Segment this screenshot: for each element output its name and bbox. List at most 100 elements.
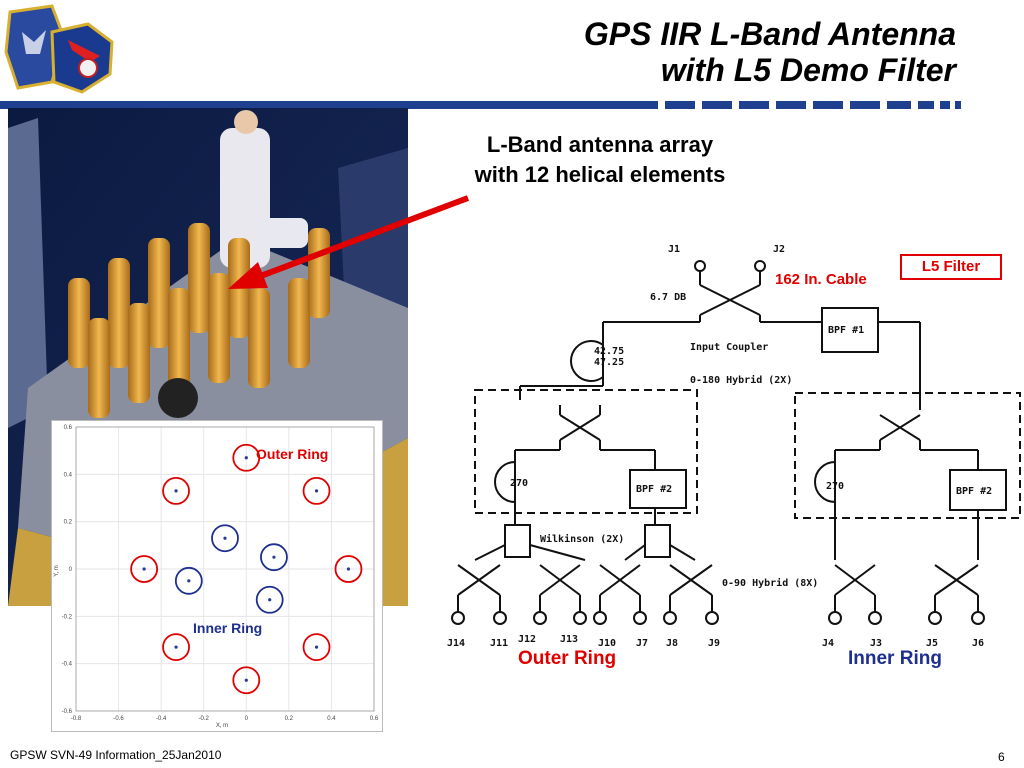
port-label-j9: J9 [708,638,720,649]
plot-x-tick: -0.4 [156,716,167,722]
plot-outer-ring-label: Outer Ring [256,446,329,462]
port-label-j10: J10 [598,638,616,649]
schem-j1: J1 [668,244,680,255]
plot-frame [75,426,375,712]
schem-bpf1: BPF #1 [828,325,864,336]
port-label-j11: J11 [490,638,508,649]
page-number: 6 [998,750,1005,764]
plot-y-tick: -0.4 [62,662,73,668]
schem-ann2: 47.25 [594,357,624,368]
schem-ann1: 42.75 [594,346,624,357]
port-label-j5: J5 [926,638,938,649]
header-bar [0,96,968,109]
outer-ring-element [334,555,363,583]
outer-ring-element [130,555,159,583]
plot-x-tick: 0 [245,716,249,722]
port-label-j7: J7 [636,638,648,649]
port-connector [663,611,677,625]
schem-j2: J2 [773,244,785,255]
inner-ring-element [174,566,203,595]
outer-ring-element [232,666,261,695]
schem-db: 6.7 DB [650,292,686,303]
plot-point [187,579,191,583]
plot-point [142,567,146,571]
port-label-j4: J4 [822,638,834,649]
plot-x-tick: -0.8 [71,716,82,722]
outer-ring-element [302,633,331,662]
port-connector [633,611,647,625]
inner-ring-element [260,543,288,572]
port-label-j12: J12 [518,634,536,645]
port-connector [573,611,587,625]
plot-x-tick: -0.6 [113,716,124,722]
port-connector [928,611,942,625]
schem-hybrid-0-180: 0-180 Hybrid (2X) [690,374,792,386]
callout-text: L-Band antenna array with 12 helical ele… [440,130,760,190]
port-connector [451,611,465,625]
plot-point [223,536,227,540]
schem-input-coupler: Input Coupler [690,342,768,353]
plot-point [314,645,319,649]
plot-x-tick: 0.4 [327,716,336,722]
plot-xlabel: X, m [216,723,228,729]
schem-wilkinson: Wilkinson (2X) [540,533,624,545]
port-connector [533,611,547,625]
port-connector [868,611,882,625]
outer-ring-element [162,633,190,662]
plot-ylabel: Y, m [54,565,60,577]
port-label-j6: J6 [972,638,984,649]
callout-line1: L-Band antenna array [486,132,714,157]
plot-y-tick: -0.6 [62,709,73,715]
plot-point [272,555,276,559]
schem-bpf2-right: BPF #2 [956,486,992,497]
air-force-logo [2,2,122,94]
plot-point [314,489,319,493]
port-label-j8: J8 [666,638,678,649]
port-label-j3: J3 [870,638,882,649]
plot-y-tick: 0.2 [64,520,73,526]
outer-ring-element [162,477,190,505]
slide-title-line2: with L5 Demo Filter [660,52,956,88]
l5-filter-box: L5 Filter [900,254,1002,280]
schem-outer-ring-label: Outer Ring [518,648,617,669]
callout-line2: with 12 helical elements [474,162,726,187]
port-label-j13: J13 [560,634,578,645]
l5-filter-label: L5 Filter [921,258,981,275]
plot-x-tick: -0.2 [199,716,210,722]
outer-ring-element [302,477,331,505]
port-connector [705,611,719,625]
red-arrow-icon [228,195,470,289]
plot-inner-ring-label: Inner Ring [193,620,263,636]
plot-point [346,567,351,571]
plot-x-tick: 0.2 [285,716,294,722]
plot-y-tick: 0.6 [64,425,73,431]
inner-ring-element [255,585,284,614]
port-connector [493,611,507,625]
outer-ring-element [232,443,261,472]
schem-hybrid-0-90: 0-90 Hybrid (8X) [722,577,818,589]
plot-point [174,489,178,493]
schem-inner-ring-label: Inner Ring [848,648,942,669]
plot-x-tick: 0.6 [370,716,379,722]
plot-y-tick: -0.2 [62,614,73,620]
schem-270-left: 270 [510,478,528,489]
schem-270-right: 270 [826,481,844,492]
slide-title-line1: GPS IIR L-Band Antenna [583,16,956,52]
plot-point [268,598,272,602]
port-connector [593,611,607,625]
plot-point [244,456,248,460]
plot-point [244,678,248,682]
port-connector [971,611,985,625]
plot-y-tick: 0.4 [64,472,73,478]
port-label-j14: J14 [447,638,465,649]
antenna-schematic: J1 J2 6.7 DB BPF #1 Input Coupler 42.75 … [430,236,1024,670]
plot-y-tick: 0 [69,567,73,573]
cable-label: 162 In. Cable [775,271,867,288]
schem-bpf2-left: BPF #2 [636,484,672,495]
inner-ring-element [211,524,239,553]
plot-point [174,645,178,649]
footer-text: GPSW SVN-49 Information_25Jan2010 [10,748,222,762]
port-connector [828,611,842,625]
